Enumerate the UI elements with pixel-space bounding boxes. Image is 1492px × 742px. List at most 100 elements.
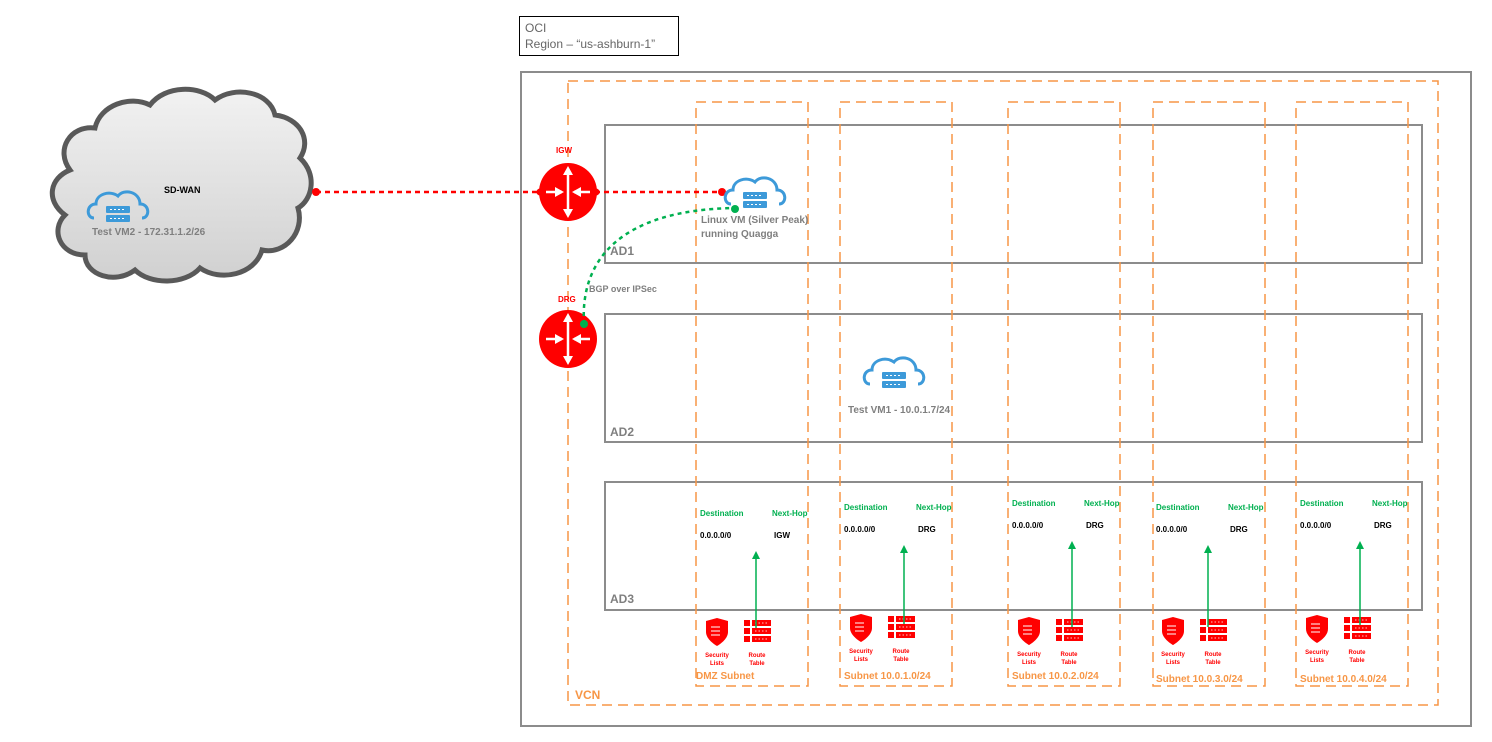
test-vm1-label: Test VM1 - 10.0.1.7/24	[848, 405, 951, 416]
security-label-line2: Lists	[1021, 660, 1036, 666]
sdwan-cloud-shape	[49, 86, 314, 284]
subnet-name-label: Subnet 10.0.2.0/24	[1012, 671, 1099, 682]
security-label-line1: Security	[705, 653, 729, 659]
drg-router-icon	[539, 310, 597, 368]
oci-label: OCI	[525, 21, 547, 35]
route-header-destination: Destination	[844, 503, 888, 512]
ad1-box	[604, 124, 1423, 264]
subnet-name-label: Subnet 10.0.4.0/24	[1300, 674, 1387, 685]
route-header-next-hop: Next-Hop	[1084, 499, 1120, 508]
route-header-next-hop: Next-Hop	[772, 509, 808, 518]
route-table-icon	[1200, 619, 1227, 641]
route-label-line1: Route	[1348, 650, 1366, 656]
route-header-next-hop: Next-Hop	[1228, 503, 1264, 512]
vm-cloud-icon-sdwan	[86, 190, 150, 222]
route-next-hop-value: DRG	[918, 525, 936, 534]
security-label-line2: Lists	[709, 661, 724, 667]
route-arrow	[1204, 545, 1212, 627]
linux-vm-label-line2: running Quagga	[701, 229, 779, 240]
security-label-line1: Security	[1161, 652, 1185, 658]
subnet-frame-10-0-4	[1295, 101, 1409, 687]
route-header-next-hop: Next-Hop	[916, 503, 952, 512]
security-list-icon	[1306, 615, 1328, 643]
security-label-line2: Lists	[1309, 658, 1324, 664]
route-destination-value: 0.0.0.0/0	[1300, 521, 1332, 530]
route-label-line1: Route	[748, 653, 766, 659]
vm-cloud-icon-test-vm1	[862, 356, 926, 388]
route-arrow	[752, 551, 760, 628]
route-table-icon	[1344, 617, 1371, 639]
route-header-destination: Destination	[1300, 499, 1344, 508]
vcn-frame	[567, 80, 1439, 706]
bgp-ipsec-link	[582, 206, 735, 325]
security-list-icon	[1018, 617, 1040, 645]
security-label-line2: Lists	[853, 657, 868, 663]
route-next-hop-value: DRG	[1086, 521, 1104, 530]
ad3-label: AD3	[610, 592, 635, 606]
route-destination-value: 0.0.0.0/0	[700, 531, 732, 540]
route-label-line2: Table	[749, 661, 765, 667]
sdwan-title: SD-WAN	[164, 185, 201, 195]
route-label-line1: Route	[892, 649, 910, 655]
bgp-over-ipsec-label: BGP over IPSec	[589, 284, 657, 294]
route-header-destination: Destination	[700, 509, 744, 518]
security-list-icon	[1162, 617, 1184, 645]
security-label-line1: Security	[1017, 652, 1041, 658]
oci-region-frame	[520, 71, 1472, 727]
route-label-line2: Table	[1349, 658, 1365, 664]
route-destination-value: 0.0.0.0/0	[844, 525, 876, 534]
route-table-icon	[1056, 619, 1083, 641]
route-arrow	[900, 545, 908, 624]
ad2-label: AD2	[610, 425, 635, 439]
route-arrow	[1356, 541, 1364, 625]
link-endpoint-linux-vm	[718, 188, 726, 196]
region-label-box: OCI Region – “us-ashburn-1”	[519, 16, 679, 56]
route-next-hop-value: IGW	[774, 531, 790, 540]
security-label-line2: Lists	[1165, 660, 1180, 666]
ad3-box	[604, 481, 1423, 611]
subnet-frame-10-0-2	[1007, 101, 1121, 687]
route-table-icon	[888, 616, 915, 638]
security-list-icon	[850, 614, 872, 642]
security-list-icon	[706, 618, 728, 646]
subnet-frame-dmz	[695, 101, 809, 687]
route-destination-value: 0.0.0.0/0	[1156, 525, 1188, 534]
test-vm2-label: Test VM2 - 172.31.1.2/26	[92, 227, 206, 238]
route-next-hop-value: DRG	[1374, 521, 1392, 530]
subnet-name-label: Subnet 10.0.1.0/24	[844, 671, 931, 682]
route-header-next-hop: Next-Hop	[1372, 499, 1408, 508]
route-arrow	[1068, 541, 1076, 627]
igw-router-icon	[536, 163, 600, 221]
linux-vm-label-line1: Linux VM (Silver Peak)	[701, 215, 809, 226]
subnet-name-label: DMZ Subnet	[696, 671, 755, 682]
bgp-endpoint-linux-vm	[731, 205, 739, 213]
route-label-line1: Route	[1204, 652, 1222, 658]
route-header-destination: Destination	[1156, 503, 1200, 512]
bgp-endpoint-drg	[580, 320, 588, 328]
route-header-destination: Destination	[1012, 499, 1056, 508]
route-label-line1: Route	[1060, 652, 1078, 658]
subnet-name-label: Subnet 10.0.3.0/24	[1156, 674, 1243, 685]
ad1-label: AD1	[610, 244, 635, 258]
ad2-box	[604, 313, 1423, 443]
route-destination-value: 0.0.0.0/0	[1012, 521, 1044, 530]
vm-cloud-icon-linux-vm	[723, 176, 787, 208]
subnet-frame-10-0-3	[1152, 101, 1266, 687]
route-table-icon	[744, 620, 771, 642]
route-next-hop-value: DRG	[1230, 525, 1248, 534]
security-label-line1: Security	[849, 649, 873, 655]
security-label-line1: Security	[1305, 650, 1329, 656]
vcn-label: VCN	[575, 688, 601, 702]
link-endpoint-sdwan	[312, 188, 320, 196]
